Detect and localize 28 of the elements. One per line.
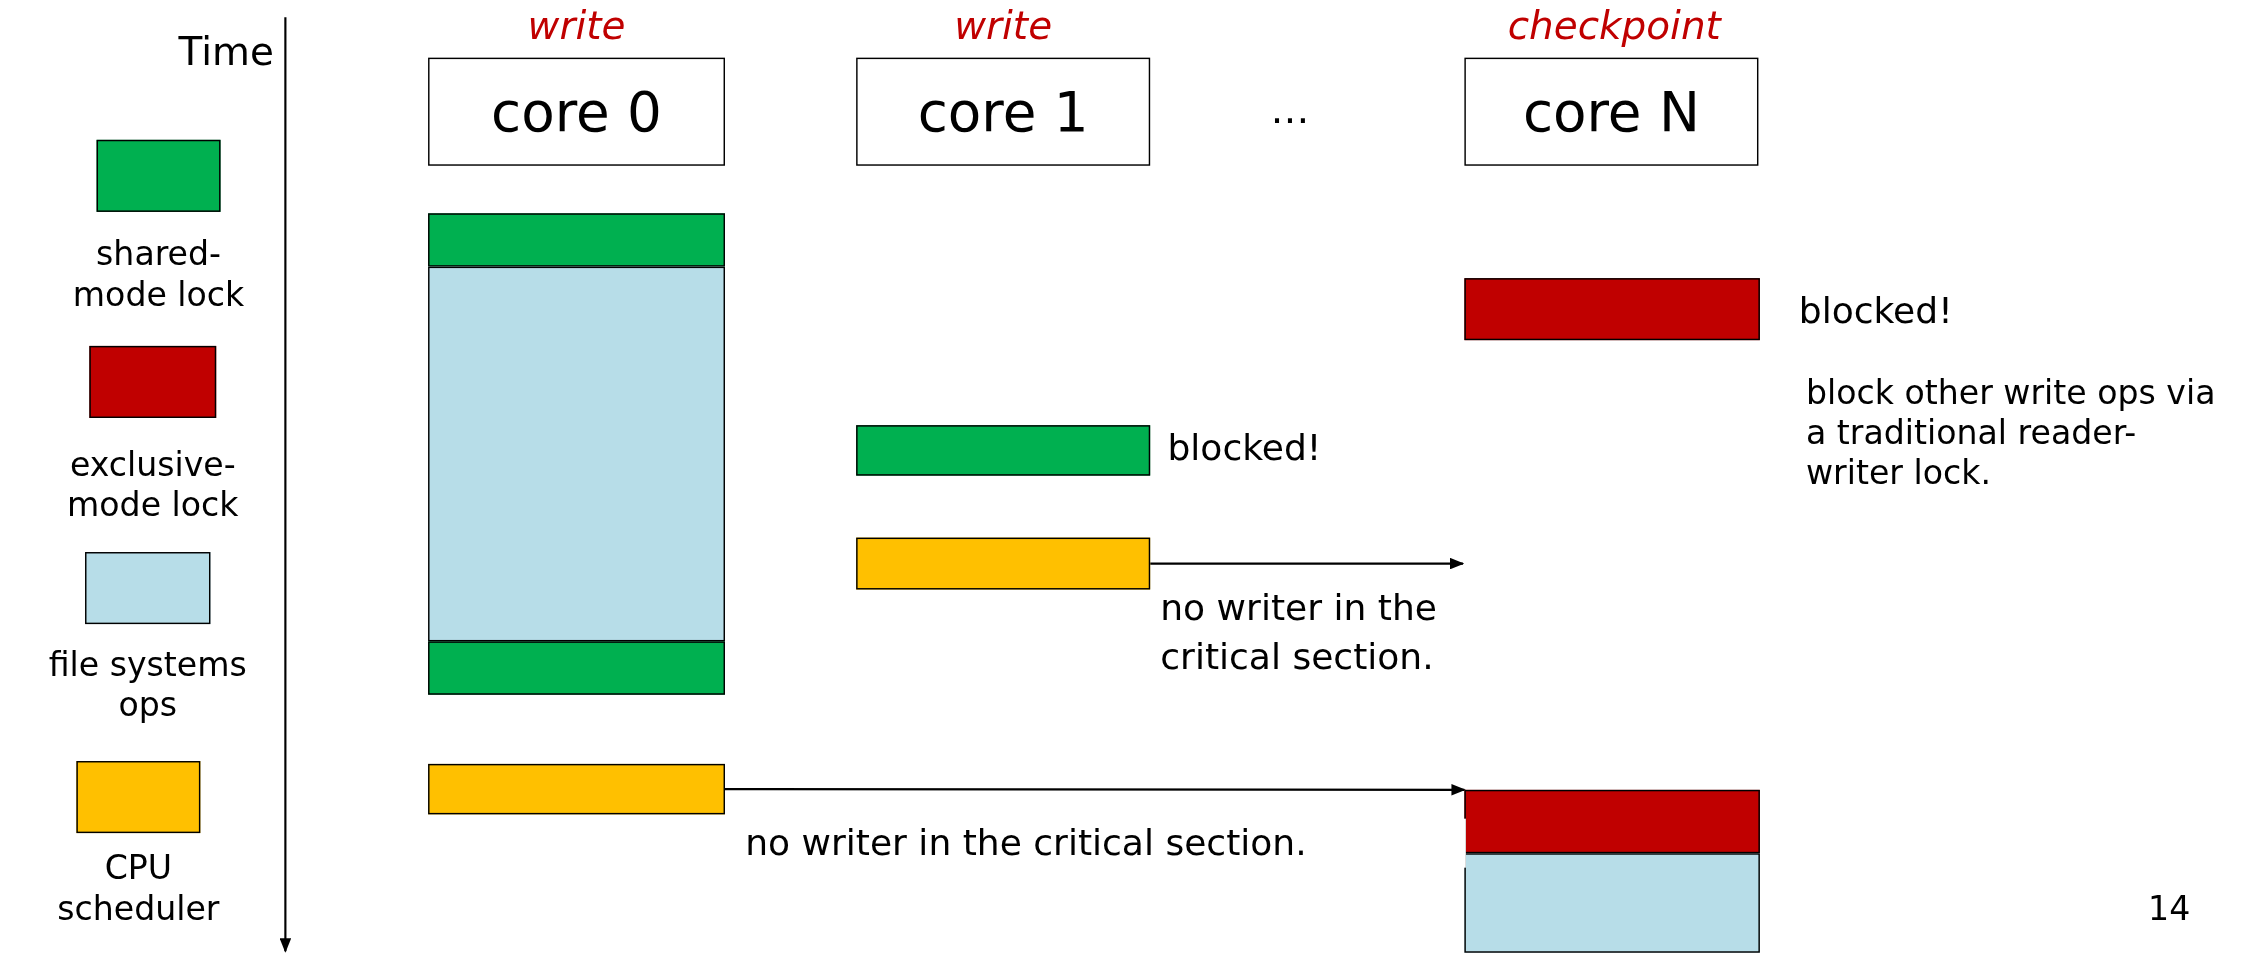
core-box: core N — [1464, 57, 1759, 166]
legend-label: exclusive-mode lock — [66, 444, 240, 525]
operation-label: write — [953, 2, 1054, 49]
core-box: core 0 — [428, 57, 725, 166]
page-number: 14 — [2147, 888, 2192, 929]
arrow — [1150, 557, 1465, 570]
status-note: blocked! — [1167, 428, 1323, 469]
legend-label: shared-mode lock — [71, 233, 246, 315]
legend-label: CPU scheduler — [56, 847, 221, 929]
edge-label: no writer in the critical section. — [745, 818, 1466, 868]
timeline-bar — [1464, 278, 1760, 341]
operation-label: checkpoint — [1506, 2, 1723, 49]
note-text: block other write ops via a traditional reader-writer lock. — [1806, 372, 2217, 493]
timeline-bar — [856, 425, 1151, 476]
timeline-bar — [856, 537, 1151, 590]
axis-title: Time — [177, 31, 274, 73]
timeline-bar — [1464, 853, 1760, 953]
status-note: blocked! — [1798, 291, 1954, 332]
timeline-bar — [1464, 789, 1760, 854]
timeline-bar — [428, 266, 725, 642]
timeline-bar — [428, 213, 725, 267]
timeline-bar — [428, 641, 725, 695]
operation-label: write — [526, 2, 627, 49]
arrow — [725, 784, 1466, 796]
timeline-bar — [428, 763, 725, 815]
legend-label: file systems ops — [47, 644, 248, 725]
ellipsis: … — [1269, 89, 1311, 130]
core-box: core 1 — [856, 57, 1151, 166]
